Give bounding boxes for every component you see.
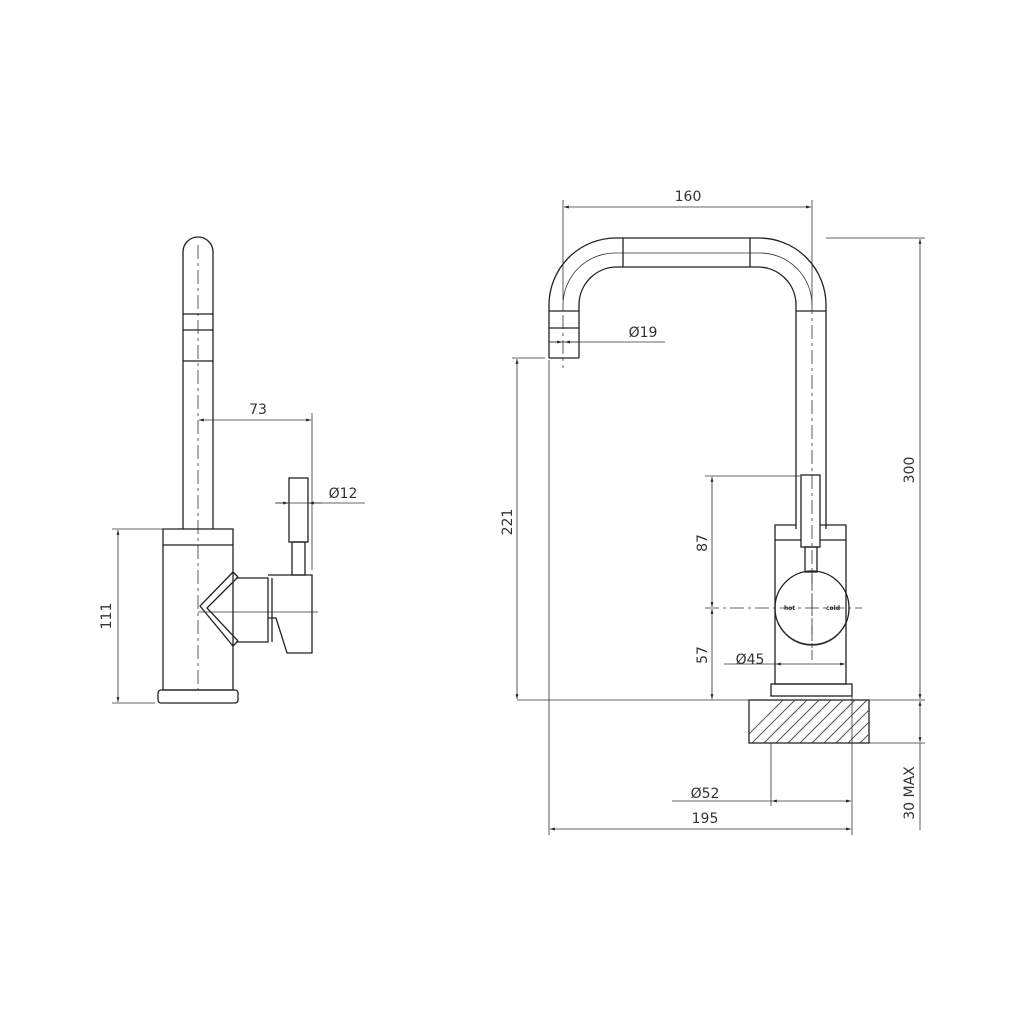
dim-221-label: 221 bbox=[500, 509, 516, 536]
hatch-line bbox=[847, 721, 869, 743]
dim-52: Ø52 bbox=[672, 696, 853, 835]
dim-111: 111 bbox=[99, 528, 178, 704]
dim-160: 160 bbox=[562, 189, 813, 300]
front-body bbox=[770, 524, 853, 697]
hatch-line bbox=[835, 709, 869, 743]
hot-label: hot bbox=[784, 605, 795, 612]
dim-45: Ø45 bbox=[724, 652, 845, 668]
front-lever bbox=[800, 474, 821, 573]
dim-52-label: Ø52 bbox=[691, 786, 720, 802]
hatch-line bbox=[751, 700, 796, 743]
dim-19-label: Ø19 bbox=[629, 325, 658, 341]
hatch-line bbox=[787, 700, 832, 743]
hatch-line bbox=[775, 700, 820, 743]
front-handle: hot cold bbox=[705, 570, 862, 648]
dim-300: 300 bbox=[826, 237, 925, 699]
dim-87-label: 87 bbox=[695, 534, 711, 552]
hatch-line bbox=[749, 700, 784, 735]
dim-195: 195 bbox=[548, 360, 851, 835]
hatch-line bbox=[896, 700, 939, 743]
cold-label: cold bbox=[826, 605, 840, 612]
side-body bbox=[157, 528, 239, 704]
hatch-line bbox=[811, 700, 856, 743]
front-view: hot cold 160 Ø19 221 30 bbox=[500, 189, 951, 835]
dim-73-label: 73 bbox=[249, 402, 267, 418]
dim-12-label: Ø12 bbox=[329, 486, 358, 502]
dim-221: 221 bbox=[500, 357, 545, 699]
dim-19: Ø19 bbox=[549, 325, 665, 344]
hatch-line bbox=[859, 733, 869, 743]
side-lever bbox=[288, 477, 309, 576]
side-view: 73 Ø12 111 bbox=[99, 236, 365, 704]
dim-45-label: Ø45 bbox=[736, 652, 765, 668]
hatch-line bbox=[799, 700, 844, 743]
hatch-line bbox=[823, 700, 868, 743]
dim-30-max: 30 MAX bbox=[869, 701, 925, 830]
side-cartridge bbox=[198, 571, 318, 654]
hatch-line bbox=[908, 700, 951, 743]
mounting-surface bbox=[517, 699, 951, 744]
hatch-line bbox=[884, 700, 927, 743]
dim-57-label: 57 bbox=[695, 646, 711, 664]
dim-300-label: 300 bbox=[902, 457, 918, 484]
hatch-line bbox=[763, 700, 808, 743]
side-spout bbox=[182, 236, 214, 690]
dim-160-label: 160 bbox=[675, 189, 702, 205]
hatch-line bbox=[872, 700, 915, 743]
dim-111-label: 111 bbox=[99, 603, 115, 630]
dim-30-max-label: 30 MAX bbox=[902, 766, 918, 820]
dim-57: 57 bbox=[695, 609, 714, 699]
dim-73: 73 bbox=[198, 402, 313, 570]
dim-87: 87 bbox=[695, 475, 800, 607]
dim-195-label: 195 bbox=[692, 811, 719, 827]
front-spout bbox=[548, 237, 827, 660]
dim-12: Ø12 bbox=[275, 486, 365, 505]
